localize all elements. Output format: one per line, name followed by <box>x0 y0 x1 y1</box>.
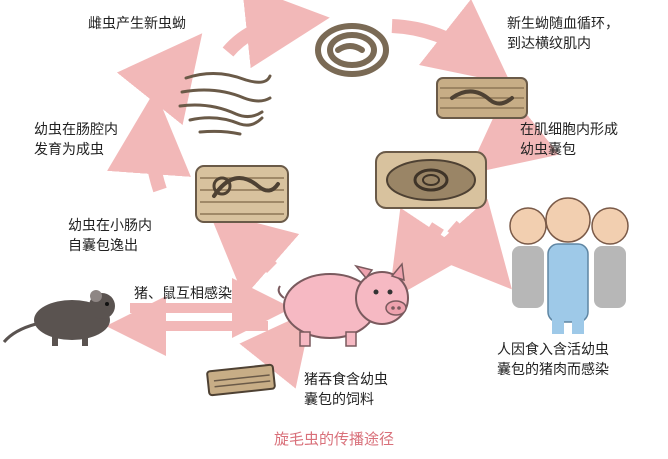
cyst-icon <box>375 151 487 209</box>
diagram-caption: 旋毛虫的传播途径 <box>273 430 394 448</box>
rat-icon <box>2 290 115 346</box>
label-larvae-blood: 新生蚴随血循环， 到达横纹肌内 <box>507 16 619 52</box>
label-mature-intestine: 幼虫在肠腔内 发育为成虫 <box>34 122 118 158</box>
label-pig-rat: 猪、鼠互相感染 <box>134 286 232 302</box>
pig-icon <box>277 262 409 347</box>
arrow-to-people <box>424 198 512 290</box>
coiled-worm-icon <box>315 23 389 77</box>
arrow-worms-up <box>116 33 203 126</box>
arrow-feed-to-pig <box>239 309 313 389</box>
intestine-larva-icon <box>195 165 289 223</box>
people-icon <box>509 197 629 334</box>
arrow-intestine-up <box>107 90 191 193</box>
label-cyst-form: 在肌细胞内形成 幼虫囊包 <box>520 122 618 158</box>
muscle-larva-icon <box>436 77 528 119</box>
arrow-pig-to-intestine <box>208 210 300 298</box>
label-pig-feed: 猪吞食含幼虫 囊包的饲料 <box>304 372 388 408</box>
label-excyst-intestine: 幼虫在小肠内 自囊包逸出 <box>68 218 152 254</box>
label-human-infect: 人因食入含活幼虫 囊包的猪肉而感染 <box>497 342 609 378</box>
label-adult-produce-larvae: 雌虫产生新虫蚴 <box>88 16 186 32</box>
worm-group-icon <box>178 72 272 136</box>
feed-icon <box>206 363 276 397</box>
arrow-top-left <box>222 0 330 69</box>
arrow-to-pig <box>388 207 471 301</box>
arrow-top-right <box>391 0 511 85</box>
